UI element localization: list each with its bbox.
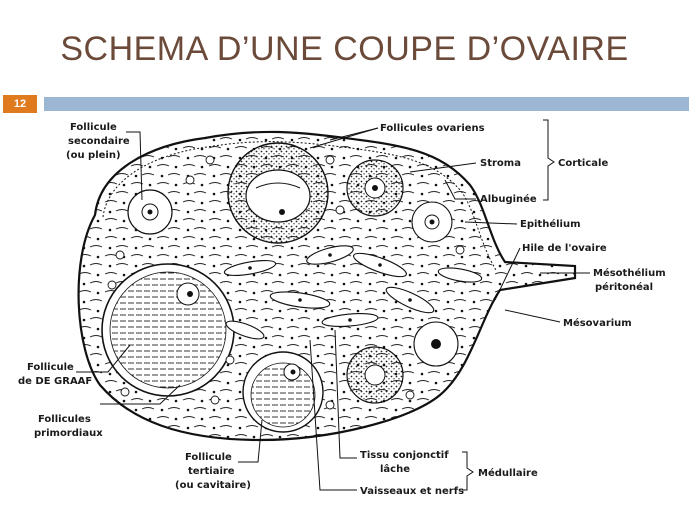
label-primordiaux-2: primordiaux [34,428,103,439]
label-mesothelium-1: Mésothélium [593,267,666,279]
label-tertiaire-2: tertiaire [188,466,235,477]
label-mesothelium-2: péritonéal [595,281,653,293]
label-graaf-2: de DE GRAAF [18,376,92,387]
header-bar [44,97,689,111]
label-follicule-secondaire-2: secondaire [68,136,130,147]
slide-title: SCHEMA D’UNE COUPE D’OVAIRE [60,30,629,68]
label-tertiaire-1: Follicule [185,452,232,463]
label-hile: Hile de l'ovaire [522,243,607,254]
label-follicule-secondaire-3: (ou plein) [66,150,121,161]
label-tertiaire-3: (ou cavitaire) [175,480,251,491]
label-vaisseaux: Vaisseaux et nerfs [360,486,464,497]
label-mesovarium: Mésovarium [563,317,632,329]
label-follicule-secondaire-1: Follicule [70,122,117,133]
label-albuginee: Albuginée [480,193,537,205]
slide-number-badge: 12 [3,95,37,113]
primordial-follicles [107,155,465,410]
label-graaf-1: Follicule [27,362,74,373]
label-corticale: Corticale [558,158,608,169]
label-follicules-ovariens: Follicules ovariens [380,123,485,134]
label-epithelium: Epithélium [520,218,581,230]
label-tissu-2: lâche [380,463,410,475]
label-primordiaux-1: Follicules [38,414,91,425]
label-medullaire: Médullaire [478,467,538,479]
label-stroma: Stroma [480,158,521,169]
label-tissu-1: Tissu conjonctif [360,450,449,461]
